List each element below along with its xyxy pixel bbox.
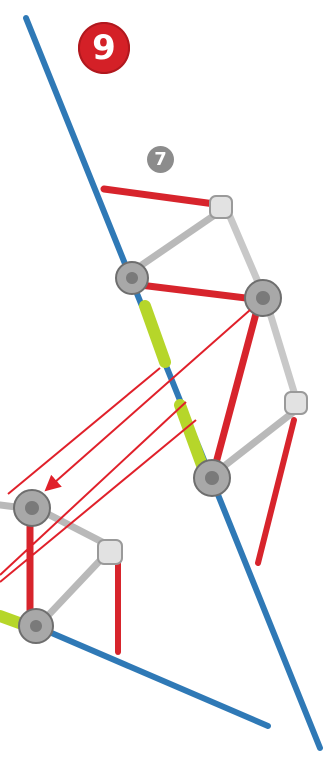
assembly-arrow-2 — [8, 368, 160, 494]
green-connector-upper — [145, 306, 165, 362]
red-rod-left-vertical — [212, 306, 258, 478]
red-rod-top — [104, 189, 222, 205]
assembly-arrow-3 — [0, 402, 186, 575]
grey-rod-sub-diag — [40, 552, 108, 624]
grey-rod-3 — [266, 300, 298, 405]
green-connector-lower — [180, 405, 203, 468]
substep-number: 7 — [154, 149, 167, 170]
grey-rod-1 — [130, 210, 222, 273]
hub-connector-1 — [116, 262, 148, 294]
corner-connector-top — [210, 196, 232, 218]
red-rod-right-vertical — [258, 420, 294, 563]
hub-connector-sub-bottom — [19, 609, 53, 643]
step-number-badge: 9 — [78, 22, 130, 74]
hub-connector-sub-top — [14, 490, 50, 526]
corner-connector-sub — [98, 540, 122, 564]
step-number: 9 — [92, 28, 116, 68]
red-rod-middle — [140, 285, 262, 300]
hub-connector-3 — [194, 460, 230, 496]
corner-connector-right — [285, 392, 307, 414]
blue-rod-short — [40, 628, 268, 726]
substep-number-badge: 7 — [147, 146, 174, 173]
